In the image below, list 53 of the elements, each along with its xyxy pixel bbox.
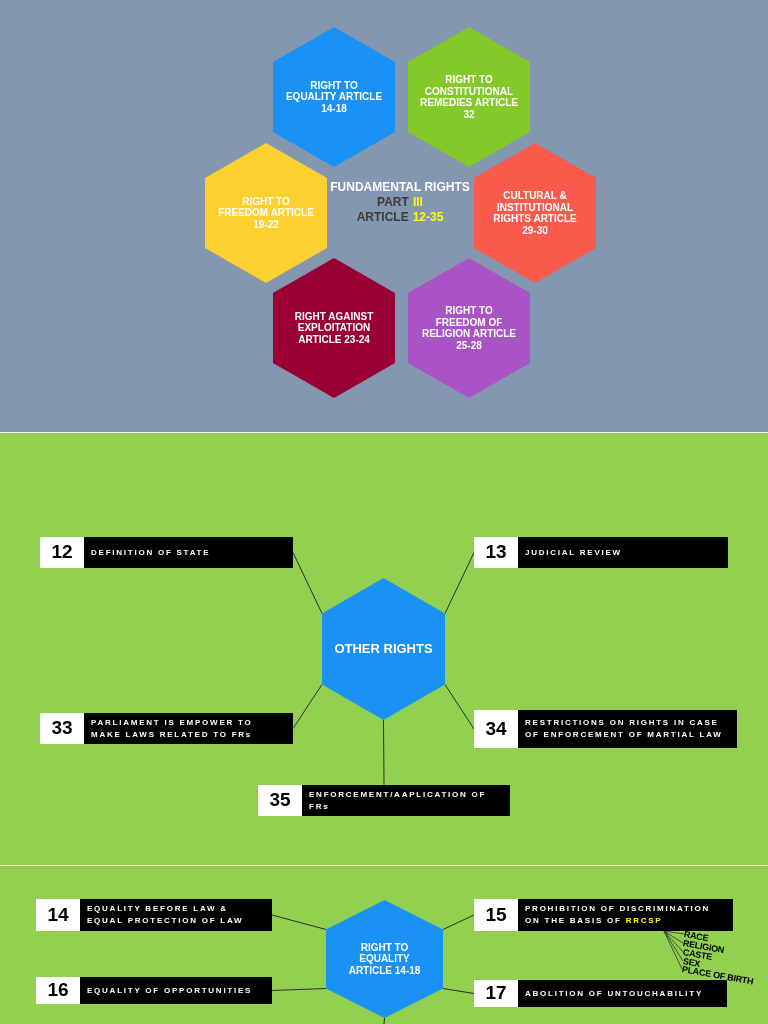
article-description: ENFORCEMENT/AAPLICATION OF FRs [308, 788, 488, 813]
article-number: 33 [40, 713, 84, 744]
article-number: 16 [36, 977, 80, 1004]
article-bar [474, 537, 728, 568]
article-description: JUDICIAL REVIEW [524, 546, 623, 559]
center-title: FUNDAMENTAL RIGHTS [330, 180, 470, 195]
article-bar [474, 980, 727, 1007]
hexagon-label: CULTURAL & INSTITUTIONAL RIGHTS ARTICLE 29-30 [492, 190, 578, 236]
connector-line [444, 684, 475, 730]
connector-line [444, 552, 475, 614]
center-title: ARTICLE [356, 210, 409, 225]
article-number: 12 [40, 537, 84, 568]
connector-line [383, 719, 385, 786]
hexagon-label: RIGHT TO CONSTITUTIONAL REMEDIES ARTICLE 32 [420, 74, 518, 120]
article-description: EQUALITY BEFORE LAW & EQUAL PROTECTION OF LAW [86, 903, 245, 927]
connector-line [442, 914, 475, 930]
article-number: 13 [474, 537, 518, 568]
article-bar [40, 713, 293, 744]
hexagon-label: RIGHT TO FREEDOM OF RELIGION ARTICLE 25-28 [420, 305, 518, 351]
center-title: PART [377, 195, 409, 210]
article-description: PARLIAMENT IS EMPOWER TO MAKE LAWS RELATED TO FRs [90, 716, 254, 741]
leader-line [663, 930, 684, 944]
article-description: EQUALITY OF OPPORTUNITIES [86, 984, 254, 997]
article-bar [36, 977, 272, 1004]
hexagon-label: RIGHT TO FREEDOM ARTICLE 19-22 [217, 195, 315, 231]
hexagon-label: RIGHT TO EQUALITY ARTICLE 14-18 [347, 941, 422, 977]
hexagon-label: OTHER RIGHTS [334, 641, 433, 657]
connector-line [292, 684, 323, 729]
connector-line [271, 988, 327, 991]
center-title: 12-35 [412, 210, 444, 225]
article-bar [40, 537, 293, 568]
center-title: III [412, 195, 423, 210]
article-number: 15 [474, 899, 518, 931]
article-description: PROHIBITION OF DISCRIMINATION ON THE BASIS OF RRCSP [524, 903, 712, 927]
hexagon-label: RIGHT AGAINST EXPLOITATION ARTICLE 23-24 [293, 310, 375, 346]
leader-line [663, 930, 684, 953]
leader-line [663, 930, 683, 970]
article-number: 35 [258, 785, 302, 816]
article-bar [36, 899, 272, 931]
article-bar [258, 785, 510, 816]
article-description: ABOLITION OF UNTOUCHABILITY [524, 987, 705, 1000]
article-number: 17 [474, 980, 518, 1007]
article-number: 34 [474, 710, 518, 748]
article-number: 14 [36, 899, 80, 931]
article-description: RESTRICTIONS ON RIGHTS IN CASE OF ENFORCEMENT OF MARTIAL LAW [524, 717, 724, 741]
leader-line [663, 930, 684, 962]
article-description: DEFINITION OF STATE [90, 546, 212, 559]
article-bar [474, 710, 737, 748]
hexagon-label: RIGHT TO EQUALITY ARTICLE 14-18 [285, 79, 383, 115]
article-bar [474, 899, 733, 931]
connector-line [442, 988, 475, 994]
connector-line [383, 1017, 385, 1024]
connector-line [271, 914, 327, 930]
